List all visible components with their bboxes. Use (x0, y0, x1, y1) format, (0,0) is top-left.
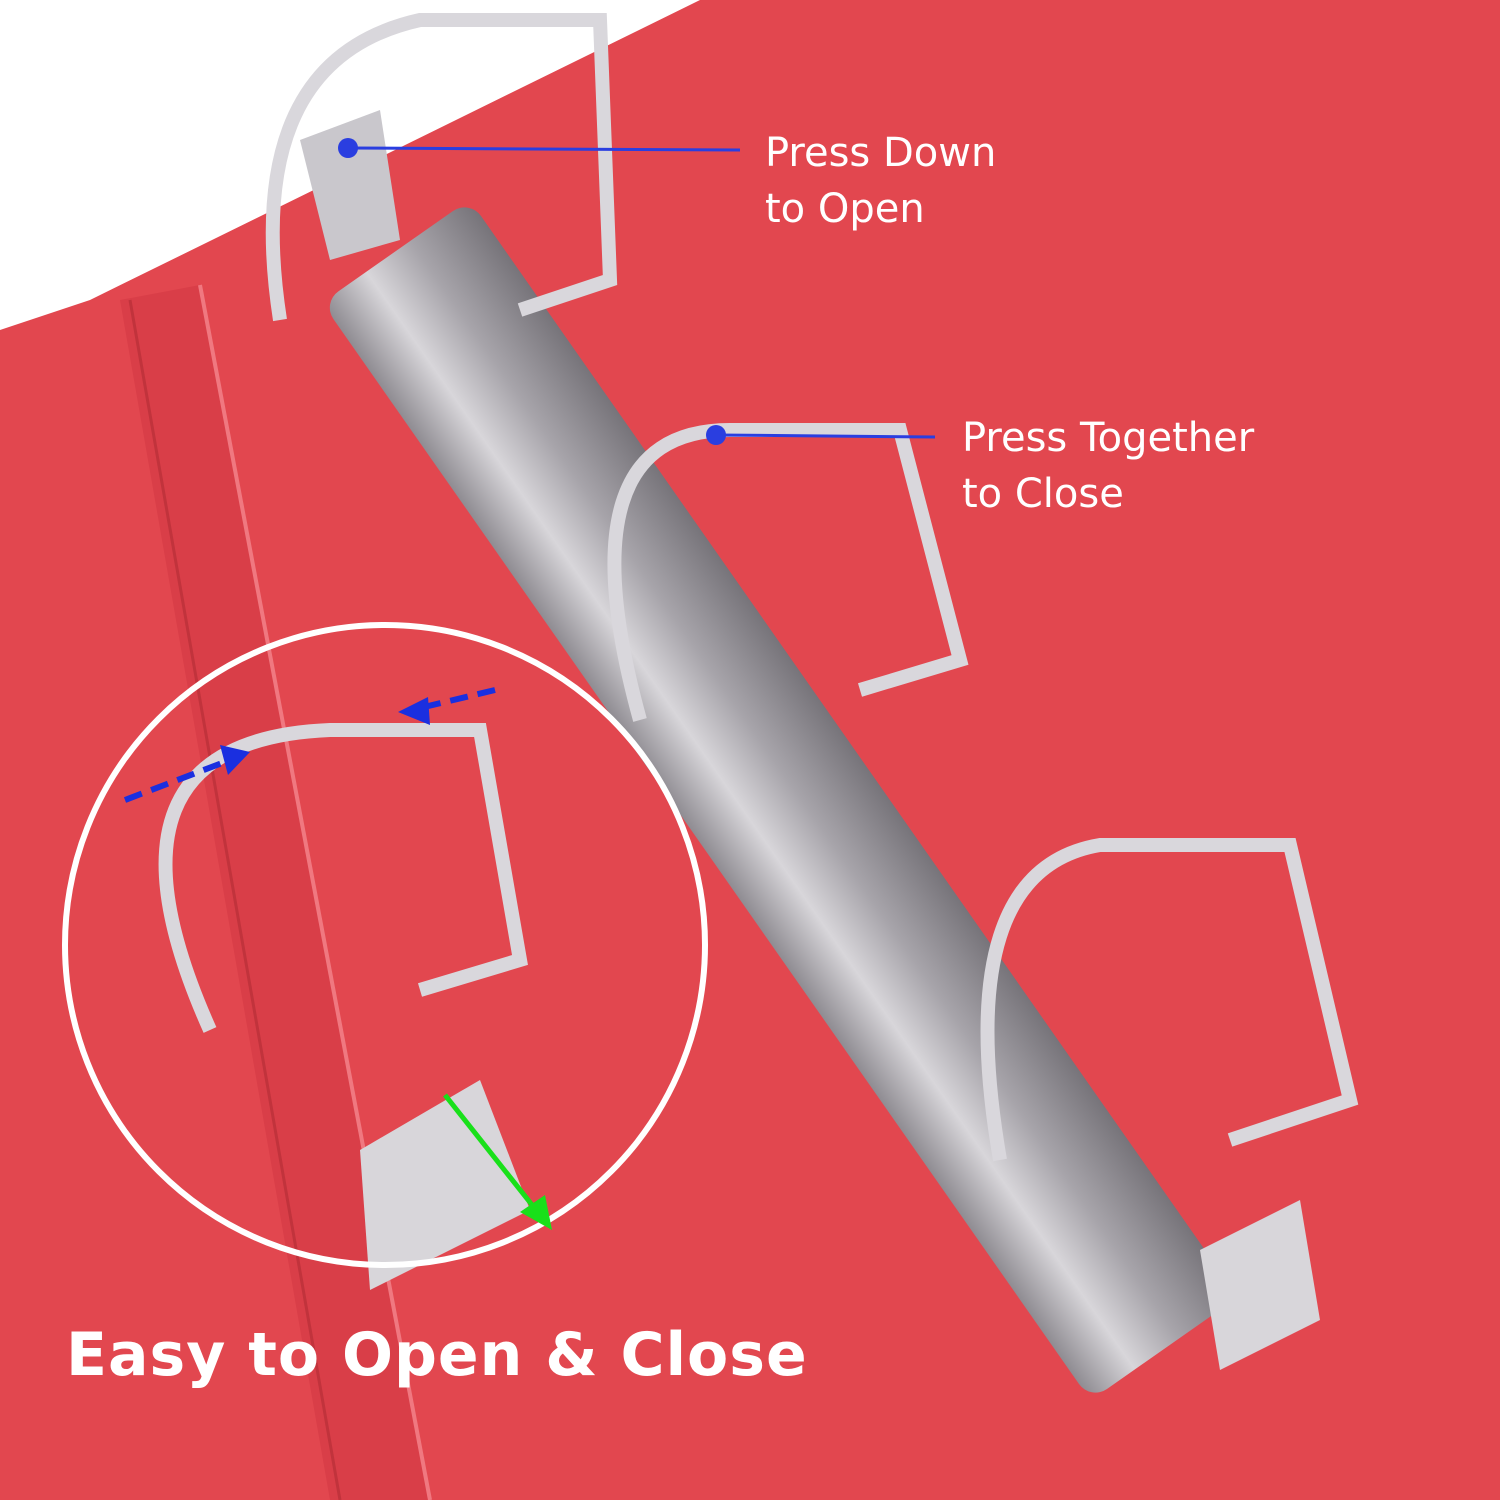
binder-rings (158, 13, 1359, 1162)
binder-spine-left (120, 285, 430, 1500)
zoom-circle (62, 622, 708, 1268)
ring-top (265, 13, 618, 322)
callout-open-line2: to Open (765, 186, 925, 232)
ring-zoom (158, 723, 528, 1033)
callout-press-down: Press Down to Open (765, 125, 996, 237)
ring-mechanism-bar (329, 207, 1231, 1393)
lever-bottom (1200, 1200, 1320, 1370)
callout-close-line2: to Close (962, 471, 1124, 517)
callout-press-together: Press Together to Close (962, 410, 1254, 522)
headline: Easy to Open & Close (66, 1320, 808, 1390)
arrow-head-left (398, 697, 430, 725)
arrow-head-right (220, 745, 250, 775)
press-down-arrow (443, 1093, 552, 1230)
callout-open-line1: Press Down (765, 130, 997, 176)
ring-bottom (980, 838, 1359, 1162)
lever-zoom (360, 1080, 530, 1290)
press-together-arrows (123, 687, 496, 803)
callout-close-line1: Press Together (962, 415, 1255, 461)
